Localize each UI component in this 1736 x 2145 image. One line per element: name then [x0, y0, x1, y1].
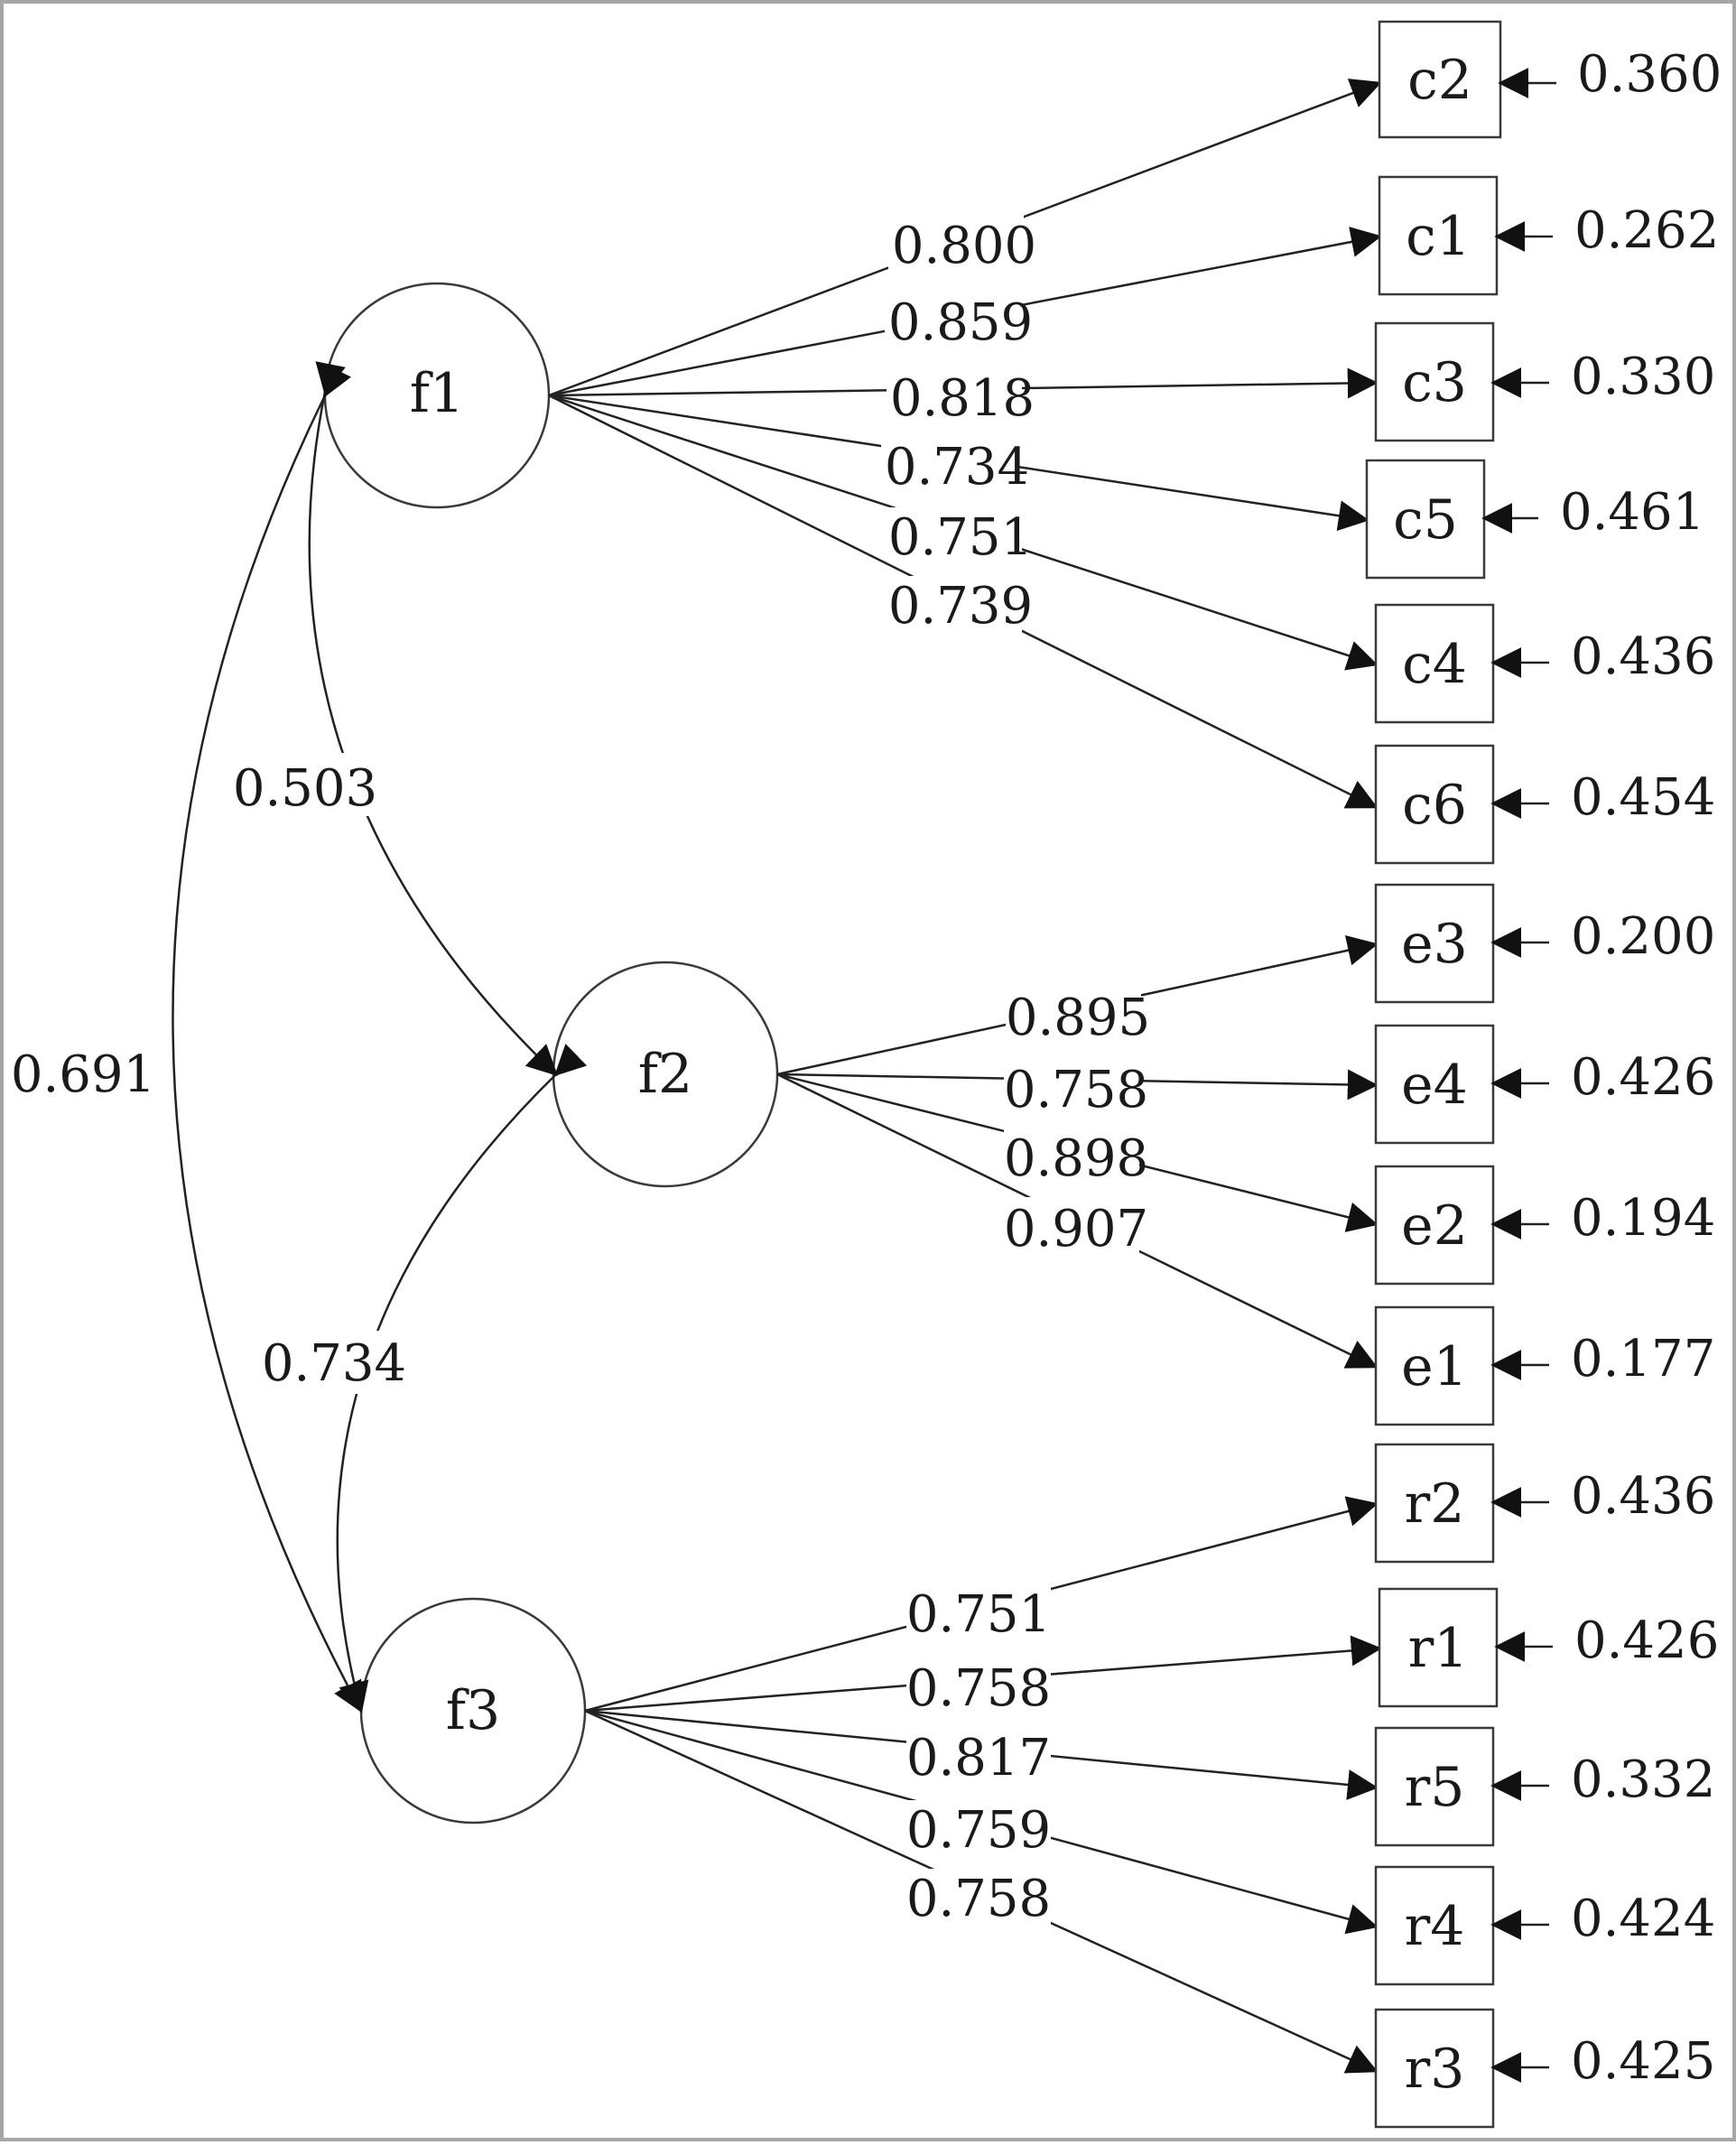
correlation-f1-f3-value: 0.691	[11, 1045, 155, 1104]
indicator-label-r3: r3	[1405, 2038, 1465, 2101]
error-r2: 0.436	[1571, 1467, 1715, 1526]
indicator-c1: 0.859 c1 0.262	[548, 175, 1719, 397]
loading-r2: 0.751	[906, 1585, 1051, 1644]
indicator-box-c5	[1365, 459, 1486, 580]
loading-r1: 0.758	[906, 1659, 1051, 1718]
indicator-box-e3	[1374, 883, 1495, 1004]
indicator-box-e1	[1374, 1305, 1495, 1426]
error-e2: 0.194	[1571, 1189, 1715, 1248]
error-r3: 0.425	[1571, 2032, 1715, 2091]
loading-r5: 0.817	[906, 1729, 1051, 1788]
loading-c6: 0.739	[888, 577, 1033, 636]
indicator-box-r5	[1374, 1726, 1495, 1847]
indicator-c2: 0.800 c2 0.360	[548, 20, 1722, 397]
error-r5: 0.332	[1571, 1750, 1715, 1809]
indicator-e3: 0.895 e3 0.200	[776, 883, 1715, 1076]
correlation-f1-f3-arc	[172, 363, 363, 1713]
error-c1: 0.262	[1574, 201, 1719, 260]
indicator-r1: 0.758 r1 0.426	[584, 1587, 1719, 1721]
loading-e2: 0.898	[1004, 1129, 1148, 1188]
error-c2: 0.360	[1577, 45, 1722, 104]
loading-c1: 0.859	[888, 293, 1033, 352]
factor-f3: f3	[359, 1597, 587, 1825]
indicator-e2: 0.898 e2 0.194	[776, 1072, 1715, 1286]
loading-c2: 0.800	[892, 217, 1036, 275]
loading-e4: 0.758	[1004, 1061, 1148, 1119]
indicator-label-c1: c1	[1406, 205, 1471, 268]
loading-c3: 0.818	[890, 369, 1035, 428]
indicator-r4: 0.759 r4 0.424	[584, 1709, 1715, 1986]
indicator-box-r2	[1374, 1443, 1495, 1564]
indicator-label-c3: c3	[1402, 351, 1467, 414]
loading-r4: 0.759	[906, 1801, 1051, 1860]
correlation-f1-f3: 0.691	[11, 363, 363, 1713]
factor-f2: f2	[552, 961, 779, 1188]
indicator-label-r2: r2	[1405, 1472, 1465, 1536]
indicator-label-e1: e1	[1401, 1335, 1468, 1398]
indicator-e4: 0.758 e4 0.426	[776, 1024, 1715, 1145]
indicator-r5: 0.817 r5 0.332	[584, 1709, 1715, 1847]
indicator-label-c6: c6	[1402, 774, 1467, 837]
indicator-label-c5: c5	[1393, 488, 1458, 552]
indicator-r3: 0.758 r3 0.425	[584, 1709, 1715, 2129]
indicator-c3: 0.818 c3 0.330	[548, 321, 1715, 442]
indicator-c6: 0.739 c6 0.454	[548, 394, 1715, 865]
indicator-label-c2: c2	[1407, 49, 1472, 112]
indicator-label-e2: e2	[1401, 1194, 1468, 1258]
error-e4: 0.426	[1571, 1048, 1715, 1107]
correlation-f2-f3-value: 0.734	[262, 1334, 406, 1393]
indicator-e1: 0.907 e1 0.177	[776, 1072, 1715, 1426]
error-r1: 0.426	[1574, 1611, 1719, 1670]
error-c5: 0.461	[1560, 483, 1704, 542]
indicator-box-c3	[1374, 321, 1495, 442]
indicator-label-r1: r1	[1408, 1617, 1469, 1680]
factor-f1: f1	[323, 282, 551, 509]
indicator-box-r3	[1374, 2008, 1495, 2129]
indicator-c5: 0.734 c5 0.461	[548, 394, 1704, 580]
indicator-label-e3: e3	[1401, 913, 1468, 976]
indicator-r2: 0.751 r2 0.436	[584, 1443, 1715, 1713]
loading-c5: 0.734	[885, 438, 1029, 497]
factor-f3-label: f3	[446, 1679, 500, 1742]
loading-e3: 0.895	[1006, 989, 1150, 1047]
correlation-f1-f2-value: 0.503	[233, 759, 377, 818]
error-c4: 0.436	[1571, 627, 1715, 686]
indicator-c4: 0.751 c4 0.436	[548, 394, 1715, 724]
error-r4: 0.424	[1571, 1890, 1715, 1948]
indicator-label-r4: r4	[1405, 1895, 1465, 1958]
loading-c4: 0.751	[888, 508, 1033, 567]
indicator-box-r4	[1374, 1865, 1495, 1986]
indicator-label-r5: r5	[1405, 1756, 1465, 1819]
error-c3: 0.330	[1571, 348, 1715, 406]
error-e1: 0.177	[1571, 1330, 1715, 1388]
indicator-box-c6	[1374, 744, 1495, 865]
indicator-label-c4: c4	[1402, 633, 1467, 696]
factor-f2-label: f2	[638, 1043, 692, 1106]
indicator-label-e4: e4	[1401, 1054, 1468, 1117]
loading-r3: 0.758	[906, 1870, 1051, 1928]
indicator-box-c4	[1374, 603, 1495, 724]
error-e3: 0.200	[1571, 907, 1715, 966]
path-diagram: f1 f2 f3 0.503 0.734 0.691 0.800 c2 0.36…	[11, 20, 1722, 2129]
loading-e1: 0.907	[1004, 1200, 1148, 1258]
factor-f1-label: f1	[410, 362, 464, 425]
indicator-box-c1	[1378, 175, 1499, 296]
error-c6: 0.454	[1571, 768, 1715, 827]
